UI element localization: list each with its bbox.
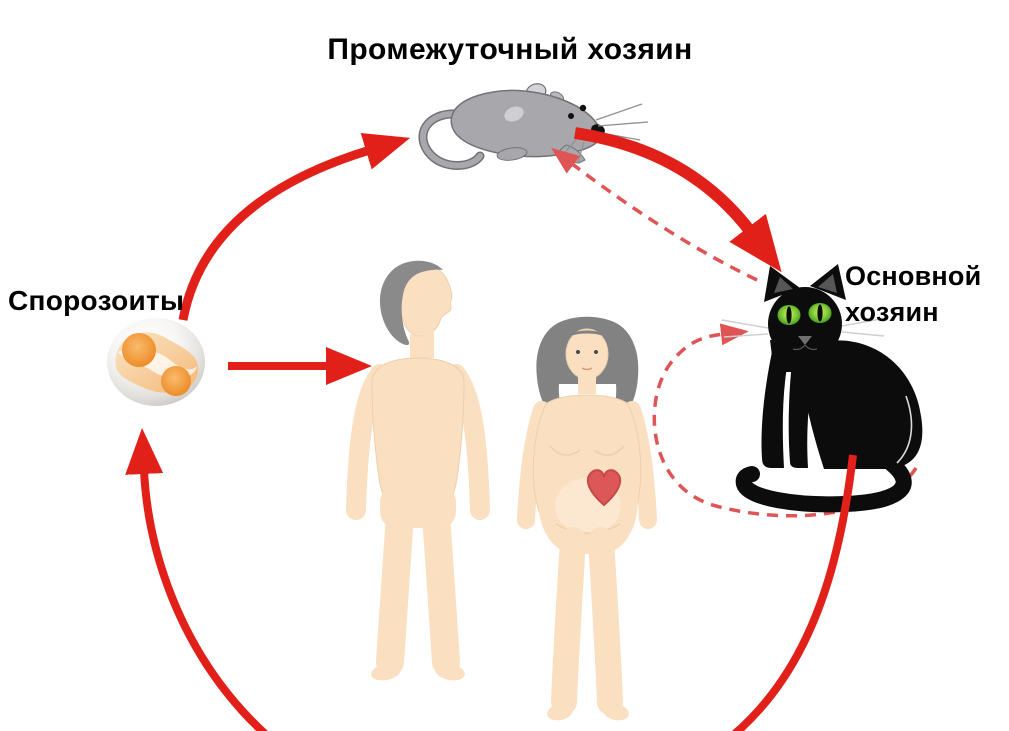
heart-icon [586, 469, 622, 507]
main-host-label: Основной хозяин [845, 261, 982, 328]
cat-illustration [721, 264, 923, 513]
arrow-cat-self-loop-dashed [652, 323, 918, 518]
oocyst-illustration [107, 318, 205, 406]
mouse-illustration [418, 83, 649, 170]
pregnant-woman-illustration [517, 316, 657, 721]
intermediate-host-label: Промежуточный хозяин [327, 33, 693, 66]
arrow-sporozoites-to-mouse [178, 132, 411, 321]
sporozoites-label: Спорозоиты [8, 285, 185, 316]
arrow-mouse-to-cat [574, 127, 782, 273]
man-illustration [346, 260, 490, 681]
arrow-cat-to-mouse-dashed [551, 147, 758, 282]
arrow-cat-to-sporozoites [125, 428, 857, 731]
